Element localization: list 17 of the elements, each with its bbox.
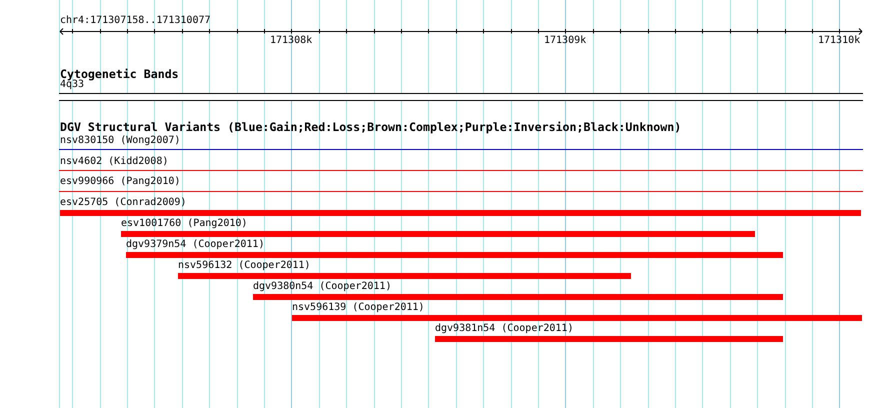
feature-label: nsv830150 (Wong2007) [60,135,180,147]
feature-label: esv1001760 (Pang2010) [121,218,248,230]
feature-label: nsv596132 (Cooper2011) [178,260,310,272]
band-label: 4q33 [60,79,84,91]
feature-label: dgv9379n54 (Cooper2011) [126,239,264,251]
tick-label: 171310k [818,35,860,47]
track-title: Cytogenetic Bands [60,66,179,80]
feature-label: nsv596139 (Cooper2011) [292,302,424,314]
feature-label: nsv4602 (Kidd2008) [60,156,168,168]
tick-label: 171308k [270,35,312,47]
feature-label: dgv9381n54 (Cooper2011) [435,323,574,335]
feature-label: esv25705 (Conrad2009) [60,197,186,209]
feature-label: dgv9380n54 (Cooper2011) [253,281,392,293]
tick-label: 171309k [544,35,586,47]
feature-label: esv990966 (Pang2010) [60,176,180,188]
coordinate-label: chr4:171307158..171310077 [60,15,211,27]
track-title: DGV Structural Variants (Blue:Gain;Red:Loss;Brown:Complex;Purple:Inversion;Black:Unknown) [60,120,682,134]
